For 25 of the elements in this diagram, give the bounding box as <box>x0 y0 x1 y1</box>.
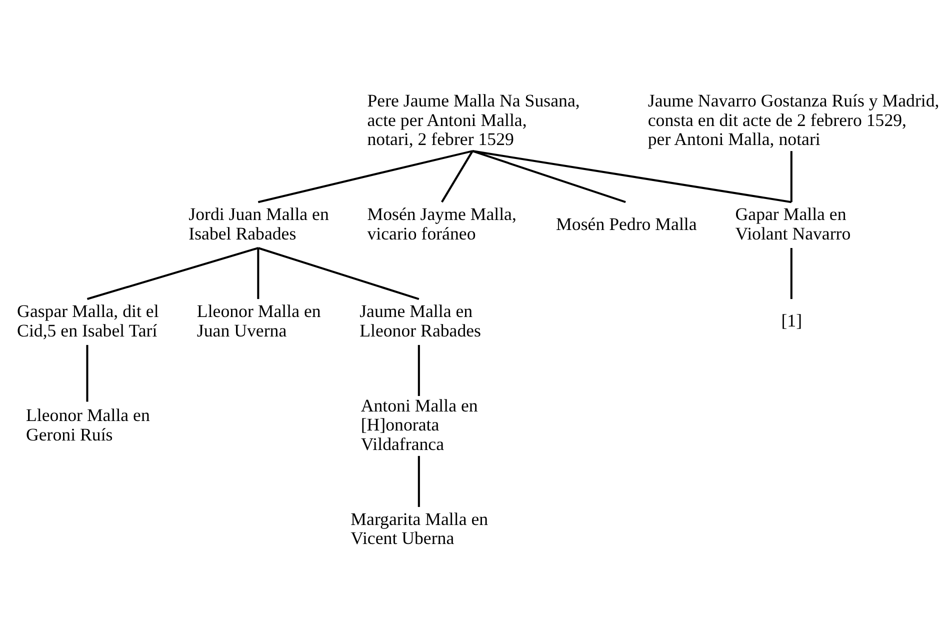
connector <box>258 247 420 300</box>
connector <box>441 150 474 203</box>
connector <box>472 150 626 204</box>
node-text: Antoni Malla en [H]onorata Vildafranca <box>360 396 478 454</box>
node-text: Lleonor Malla en Geroni Ruís <box>26 405 150 444</box>
connector <box>257 248 260 300</box>
connector <box>86 344 88 402</box>
node-text: Lleonor Malla en Juan Uverna <box>196 301 321 340</box>
connector <box>790 248 792 300</box>
node-text: Gaspar Malla, dit el Cid,5 en Isabel Tarí <box>17 301 159 340</box>
connector <box>472 150 792 204</box>
connector <box>258 150 473 204</box>
node-text: Pere Jaume Malla Na Susana, acte per Antoni Malla, notari, 2 febrer 1529 <box>367 90 580 149</box>
node-text: Jaume Navarro Gostanza Ruís y Madrid, consta en dit acte de 2 febrero 1529, per Antoni Malla, notari <box>648 90 940 149</box>
connector <box>86 247 258 300</box>
connector <box>418 456 420 507</box>
node-text: Margarita Malla en Vicent Uberna <box>350 509 488 548</box>
connector <box>418 344 420 396</box>
node-text: Jordi Juan Malla en Isabel Rabades <box>188 204 329 244</box>
node-text: Gapar Malla en Violant Navarro <box>735 204 851 244</box>
node-text: Mosén Pedro Malla <box>556 214 697 234</box>
node-text: Jaume Malla en Lleonor Rabades <box>360 301 481 340</box>
node-text: [1] <box>781 310 802 331</box>
node-text: Mosén Jayme Malla, vicario foráneo <box>367 204 516 244</box>
connector <box>790 151 792 202</box>
